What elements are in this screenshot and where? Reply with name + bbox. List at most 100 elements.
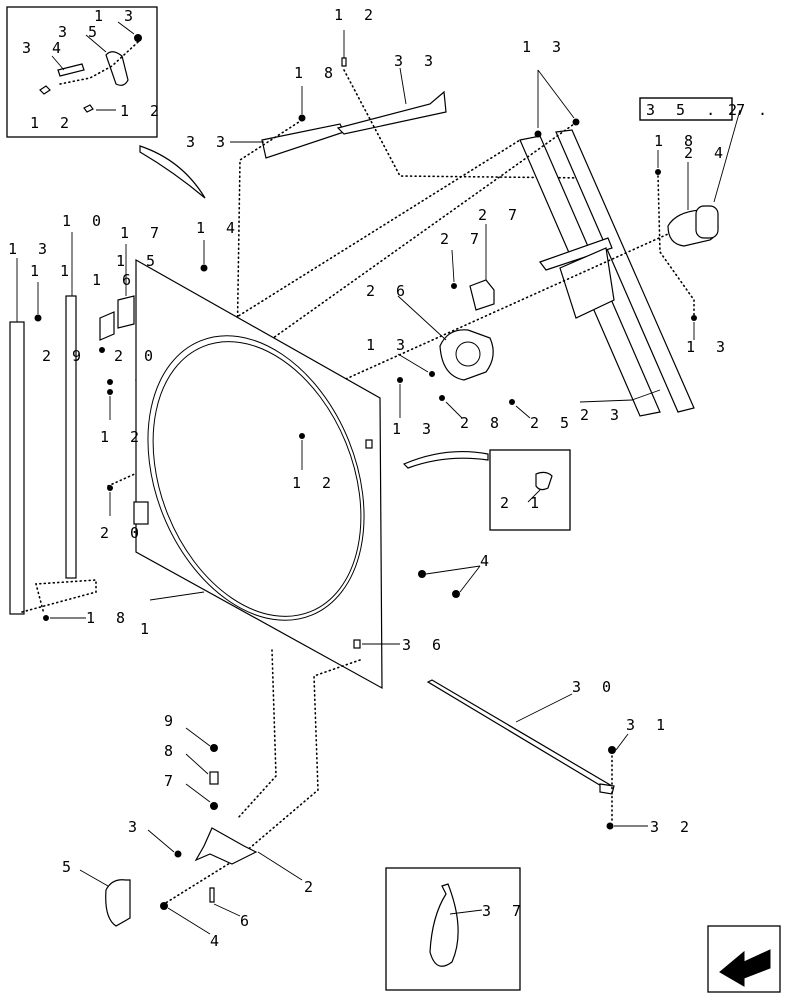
- callout-32: 3 2: [650, 818, 695, 836]
- callout-16: 2 9: [42, 347, 87, 365]
- clip-20: [133, 501, 149, 525]
- bolt-18: [298, 114, 306, 122]
- callout-13: 1 1: [30, 262, 75, 280]
- inset-21-pointer: [402, 450, 489, 469]
- leader-34: [51, 55, 65, 71]
- nut-13-inset: [134, 34, 142, 42]
- bottom-assembly-lines: [163, 649, 361, 905]
- leader-26: [397, 353, 429, 373]
- callout-13: 1 4: [196, 219, 241, 237]
- leader-4a: [425, 565, 481, 593]
- motor-line: [657, 175, 695, 317]
- back-arrow-icon[interactable]: [707, 925, 781, 993]
- callout-6: 6: [240, 912, 255, 930]
- bracket-29: [469, 279, 495, 311]
- nut-13-shroud: [200, 264, 208, 272]
- leader-21: [527, 489, 541, 503]
- clamp-35: [105, 51, 129, 86]
- callout-12: 1 2: [334, 6, 379, 24]
- mount-plate-body: [559, 247, 615, 319]
- callout-29: 2 7: [478, 206, 523, 224]
- callout-18: 1 8: [86, 609, 131, 627]
- reference-suffix: 2 . 0 1: [728, 101, 788, 119]
- callout-5: 5: [62, 858, 77, 876]
- bracket-2: [194, 827, 258, 865]
- nut-4-a: [418, 570, 426, 578]
- nut-13-bottom: [691, 315, 697, 321]
- leader-5: [79, 869, 109, 887]
- leader-35: [85, 34, 107, 53]
- shroud-piece-right: [336, 90, 447, 135]
- leader-27: [397, 295, 447, 341]
- motor-endcap: [695, 205, 719, 239]
- screw-12-left-b: [107, 389, 113, 395]
- callout-36: 3 6: [402, 636, 447, 654]
- callout-7: 7: [164, 772, 179, 790]
- fan-ring-outer: [147, 335, 365, 621]
- bracket-11: [99, 311, 115, 341]
- callout-26: 1 3: [366, 336, 411, 354]
- nut-13-rail-a: [534, 130, 542, 138]
- callout-28: 2 8: [460, 414, 505, 432]
- leader-20a: [451, 249, 455, 283]
- callout-27: 2 6: [366, 282, 411, 300]
- nut-13-rail-b: [572, 118, 580, 126]
- reference-box: [639, 97, 733, 121]
- bracket-10: [117, 295, 135, 329]
- screw-20: [107, 485, 113, 491]
- fan-ring-inner: [152, 341, 362, 617]
- screw-15: [99, 347, 105, 353]
- screw-12-center: [299, 433, 305, 439]
- bolt-6: [209, 887, 215, 903]
- rod-end: [599, 783, 615, 795]
- leader-7: [185, 783, 211, 803]
- bolt-28: [439, 395, 445, 401]
- inset-bracket-detail: 1 3 3 5 3 4 1 2 1 2: [6, 6, 165, 138]
- callout-12: 1 2: [120, 102, 165, 120]
- rod-assembly: 4 3 0 3 1 3 2: [418, 552, 695, 836]
- bolt-20: [451, 283, 457, 289]
- inset-pointer-arrow: [139, 145, 206, 199]
- callout-13: 1 3: [392, 420, 437, 438]
- leader-33b: [399, 67, 407, 105]
- callout-34: 3 4: [22, 39, 67, 57]
- bolt-18-motor: [655, 169, 661, 175]
- callout-14: 1 0: [62, 212, 107, 230]
- leader-37: [449, 909, 483, 915]
- callout-33: 3 3: [186, 133, 231, 151]
- bolt-12-inset-left: [39, 85, 51, 95]
- callout-20: 2 0: [100, 524, 145, 542]
- callout-11: 1 5: [116, 252, 161, 270]
- callout-1: 1: [140, 620, 155, 638]
- inset-21-frame: [489, 449, 571, 531]
- leader-1: [149, 591, 205, 601]
- leader-31: [615, 733, 629, 751]
- callout-24: 2 4: [684, 144, 729, 162]
- bottom-parts: 9 8 7 2 3 6 5 4: [62, 649, 361, 950]
- inset-assembly-line: [59, 41, 139, 85]
- leader-4b: [167, 907, 211, 935]
- callout-18: 1 8: [294, 64, 339, 82]
- strap-37: [429, 883, 459, 967]
- shroud-pieces-33: 1 2 3 3 3 3 1 8: [186, 6, 591, 421]
- nut-4-b: [452, 590, 460, 598]
- shroud-piece-left: [261, 123, 345, 159]
- callout-3: 3: [128, 818, 143, 836]
- bolt-18-left: [43, 615, 49, 621]
- support-rod-30: [426, 679, 613, 791]
- callout-2: 2: [304, 878, 319, 896]
- leader-2: [257, 851, 303, 881]
- callout-12: 1 2: [100, 428, 145, 446]
- callout-30: 3 0: [572, 678, 617, 696]
- bolt-3: [174, 850, 182, 858]
- rail-right: [555, 129, 695, 413]
- callout-33: 3 3: [394, 52, 439, 70]
- leader-25: [515, 405, 531, 419]
- reference-section: 3 5 . 7: [646, 101, 751, 119]
- shroud-panel: [135, 258, 383, 690]
- leader-13a: [117, 21, 135, 35]
- leader-9: [185, 727, 211, 747]
- nut-4-c: [160, 902, 168, 910]
- leader-13b: [537, 69, 575, 128]
- callout-8: 8: [164, 742, 179, 760]
